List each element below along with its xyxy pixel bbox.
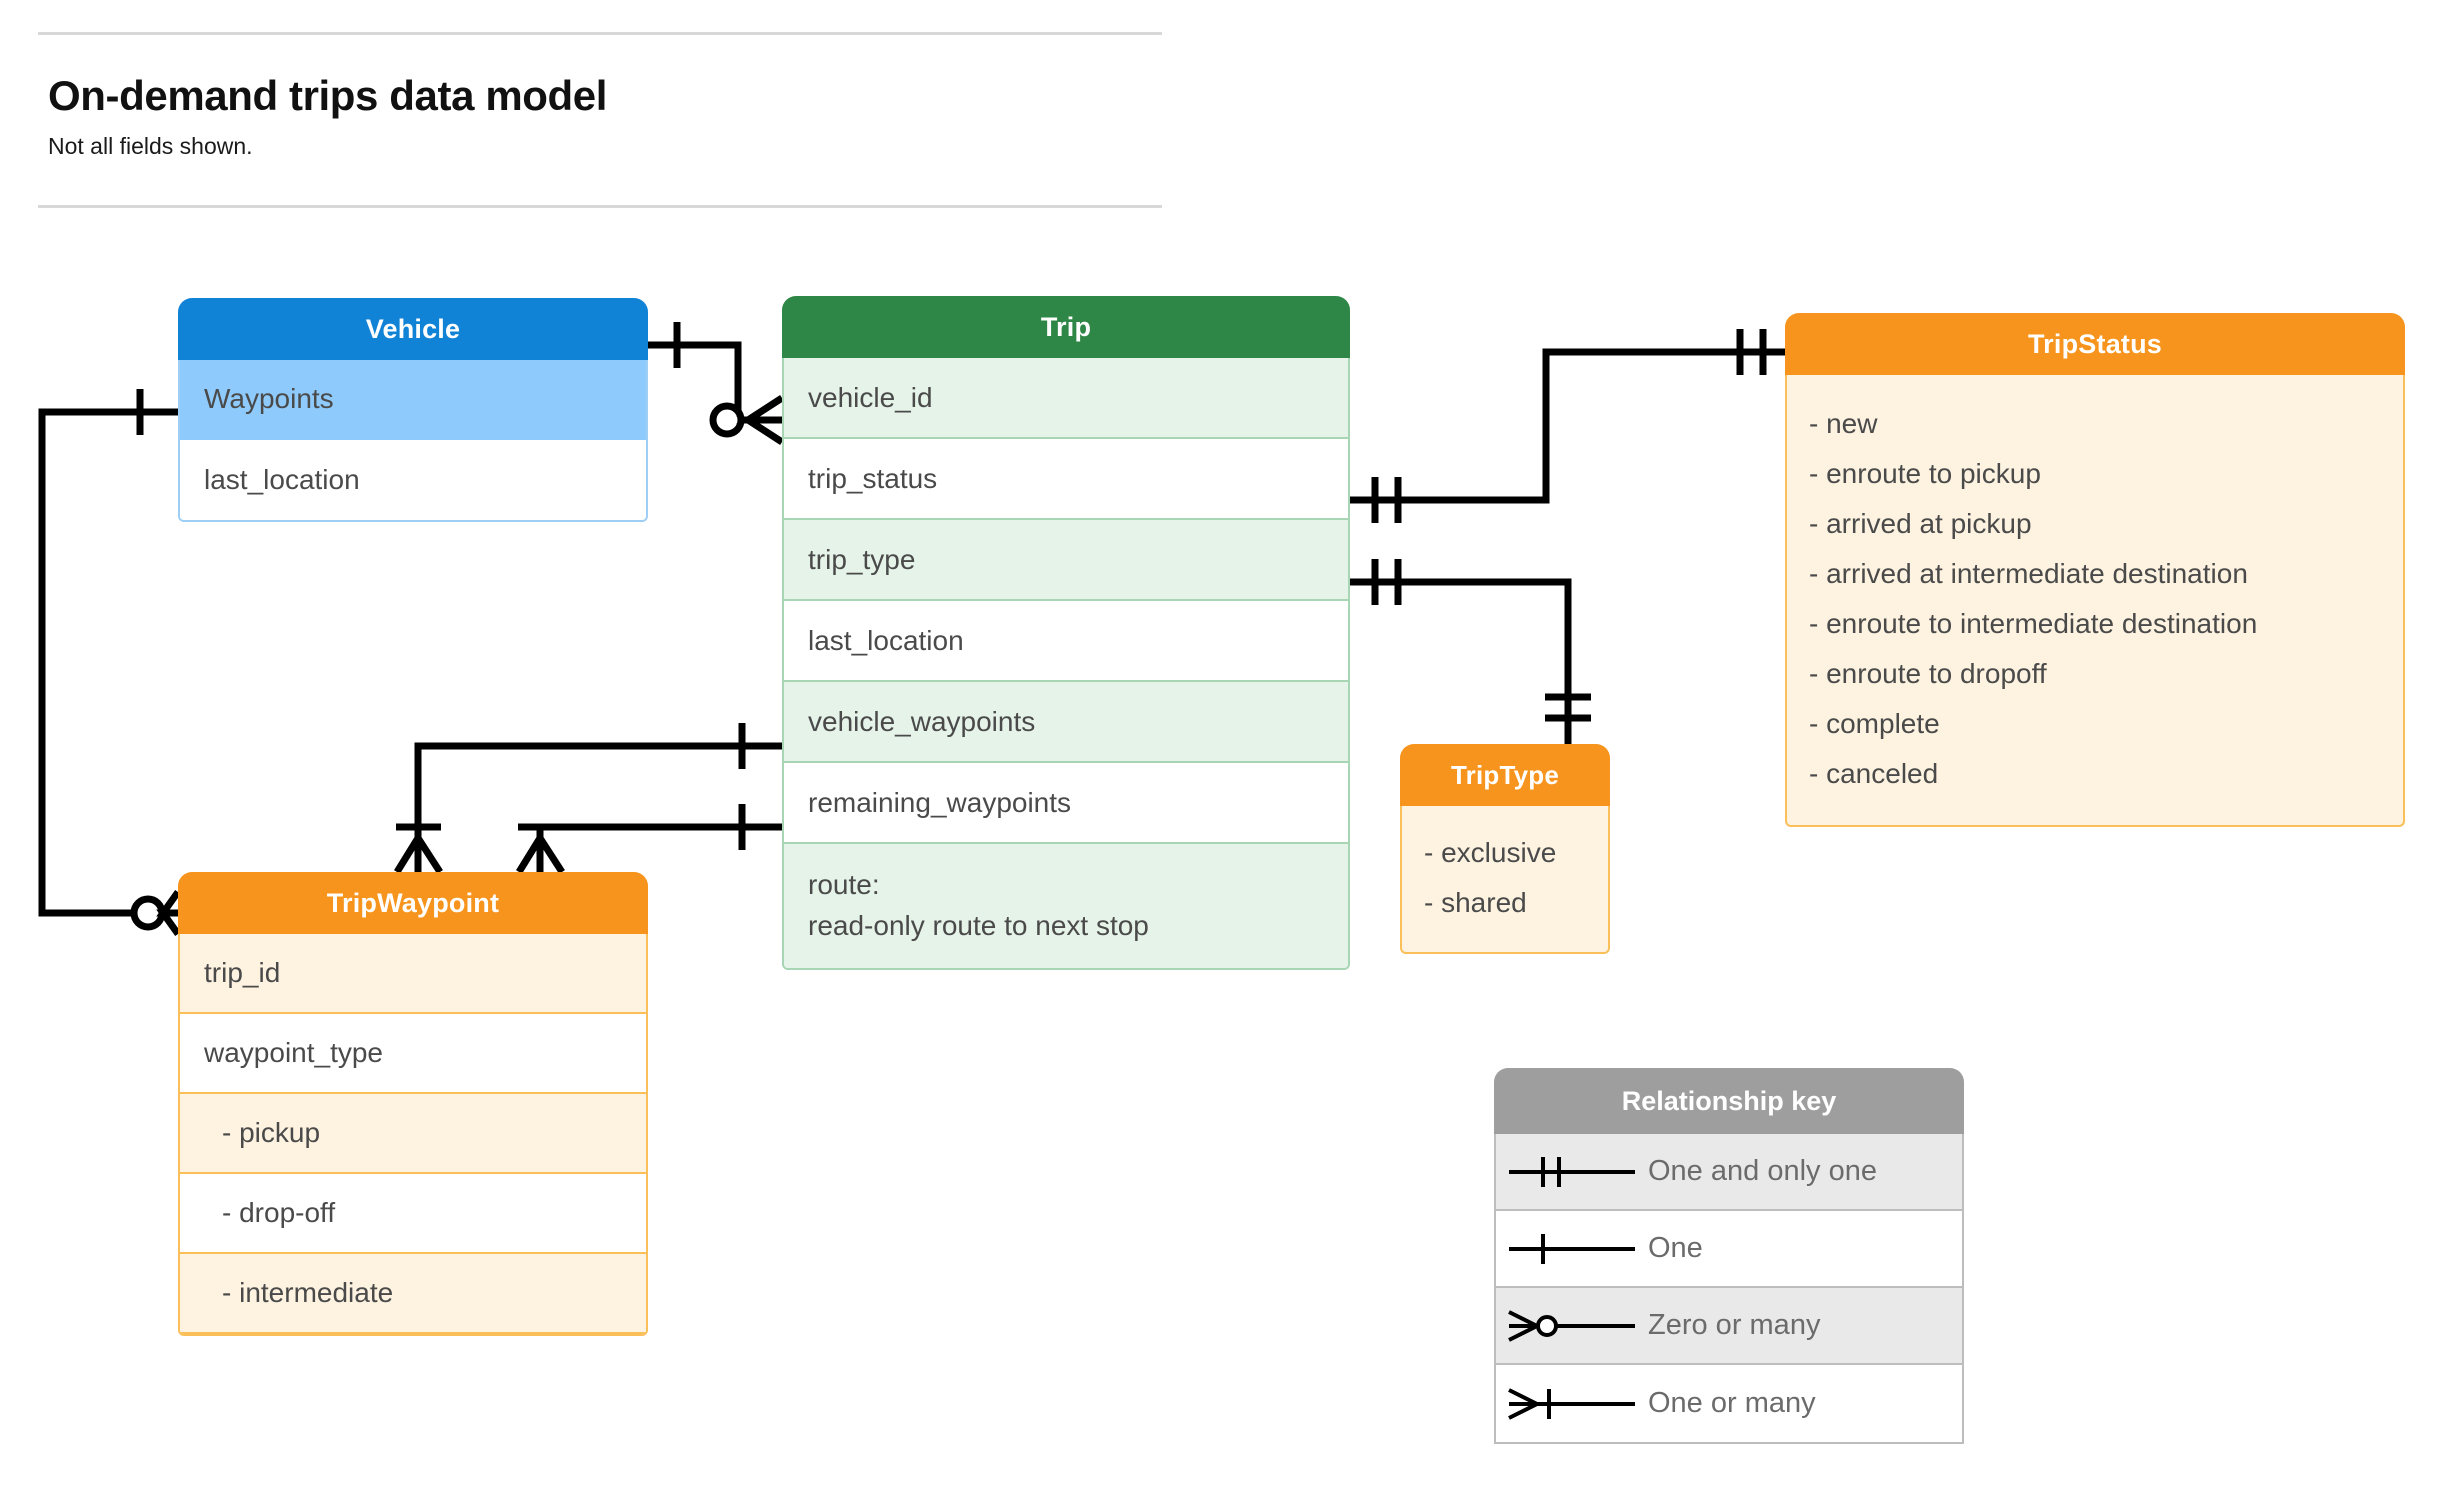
trip-status-value: - complete bbox=[1809, 708, 1940, 739]
crowfoot-trip-vehicleid bbox=[736, 395, 784, 424]
connector-remaining-waypoints-field bbox=[536, 823, 782, 872]
entity-trip-title: Trip bbox=[782, 296, 1350, 358]
waypoint-type-value-pickup: - pickup bbox=[180, 1094, 646, 1174]
trip-type-value: - shared bbox=[1424, 887, 1527, 918]
legend-label: One or many bbox=[1648, 1387, 1816, 1419]
waypoint-type-value-dropoff: - drop-off bbox=[180, 1174, 646, 1254]
crow-circle-tripwaypoint-left bbox=[130, 895, 166, 931]
page-subtitle: Not all fields shown. bbox=[48, 133, 253, 159]
field-trip-route[interactable]: route: read-only route to next stop bbox=[784, 844, 1348, 968]
waypoint-type-value-intermediate: - intermediate bbox=[180, 1254, 646, 1334]
field-trip-route-label: route: bbox=[808, 869, 880, 901]
entity-trip-waypoint-fields: trip_id waypoint_type - pickup - drop-of… bbox=[178, 934, 648, 1336]
crowfoot-tripwaypoint-a2 bbox=[414, 826, 443, 874]
field-tripwaypoint-waypoint-type[interactable]: waypoint_type bbox=[180, 1014, 646, 1094]
trip-status-value: - arrived at intermediate destination bbox=[1809, 558, 2248, 589]
legend-row-one-or-many: One or many bbox=[1496, 1365, 1962, 1442]
legend-label: Zero or many bbox=[1648, 1309, 1821, 1341]
field-trip-vehicle-id[interactable]: vehicle_id bbox=[784, 358, 1348, 439]
field-trip-trip-type[interactable]: trip_type bbox=[784, 520, 1348, 601]
connector-trip-status bbox=[1350, 348, 1785, 504]
header-divider-top bbox=[38, 32, 1162, 35]
field-vehicle-waypoints[interactable]: Waypoints bbox=[180, 360, 646, 440]
crowfoot-tripwaypoint-left-a bbox=[156, 889, 181, 917]
field-trip-last-location[interactable]: last_location bbox=[784, 601, 1348, 682]
legend-title: Relationship key bbox=[1494, 1068, 1964, 1134]
entity-trip-type[interactable]: TripType - exclusive - shared bbox=[1400, 744, 1610, 954]
field-tripwaypoint-trip-id[interactable]: trip_id bbox=[180, 934, 646, 1014]
trip-status-value: - canceled bbox=[1809, 758, 1939, 789]
one-and-only-one-icon bbox=[1496, 1152, 1648, 1192]
one-or-many-icon bbox=[1496, 1384, 1648, 1424]
entity-trip-waypoint[interactable]: TripWaypoint trip_id waypoint_type - pic… bbox=[178, 872, 648, 1336]
connector-vehicle-waypoints-to-tripwaypoint bbox=[38, 408, 178, 917]
trip-status-value: - new bbox=[1809, 408, 1878, 439]
trip-status-value: - enroute to pickup bbox=[1809, 458, 2041, 489]
zero-or-many-icon bbox=[1496, 1306, 1648, 1346]
legend-label: One and only one bbox=[1648, 1155, 1877, 1187]
entity-vehicle-title: Vehicle bbox=[178, 298, 648, 360]
connector-trip-type bbox=[1350, 578, 1572, 744]
legend-row-one: One bbox=[1496, 1211, 1962, 1288]
field-trip-route-note: read-only route to next stop bbox=[808, 910, 1149, 941]
legend-rows: One and only one One bbox=[1494, 1134, 1964, 1444]
entity-trip-status-values: - new - enroute to pickup - arrived at p… bbox=[1785, 375, 2405, 827]
crowfoot-tripwaypoint-b1 bbox=[516, 825, 544, 874]
entity-trip-type-title: TripType bbox=[1400, 744, 1610, 806]
connector-vehicle-waypoints-field bbox=[414, 742, 782, 872]
crowfoot-trip-vehicleid-b bbox=[736, 416, 784, 445]
trip-status-value: - arrived at pickup bbox=[1809, 508, 2032, 539]
entity-trip-type-values: - exclusive - shared bbox=[1400, 806, 1610, 954]
entity-trip-status-title: TripStatus bbox=[1785, 313, 2405, 375]
one-icon bbox=[1496, 1229, 1648, 1269]
field-vehicle-last-location[interactable]: last_location bbox=[180, 440, 646, 520]
trip-status-value: - enroute to dropoff bbox=[1809, 658, 2047, 689]
page-title: On-demand trips data model bbox=[48, 72, 607, 119]
header-divider-bottom bbox=[38, 205, 1162, 208]
crow-circle-trip-vehicleid bbox=[709, 402, 745, 438]
relationship-key-legend: Relationship key One and only one bbox=[1494, 1068, 1964, 1444]
field-trip-trip-status[interactable]: trip_status bbox=[784, 439, 1348, 520]
connector-vehicle-to-trip bbox=[648, 341, 760, 424]
entity-vehicle-fields: Waypoints last_location bbox=[178, 360, 648, 522]
entity-trip[interactable]: Trip vehicle_id trip_status trip_type la… bbox=[782, 296, 1350, 970]
crowfoot-tripwaypoint-left-b bbox=[156, 909, 181, 937]
crowfoot-tripwaypoint-b2 bbox=[536, 826, 565, 874]
entity-trip-fields: vehicle_id trip_status trip_type last_lo… bbox=[782, 358, 1350, 970]
entity-vehicle[interactable]: Vehicle Waypoints last_location bbox=[178, 298, 648, 522]
trip-type-value: - exclusive bbox=[1424, 837, 1557, 868]
legend-row-one-and-only-one: One and only one bbox=[1496, 1134, 1962, 1211]
trip-status-value: - enroute to intermediate destination bbox=[1809, 608, 2258, 639]
entity-trip-status[interactable]: TripStatus - new - enroute to pickup - a… bbox=[1785, 313, 2405, 827]
legend-row-zero-or-many: Zero or many bbox=[1496, 1288, 1962, 1365]
field-trip-remaining-waypoints[interactable]: remaining_waypoints bbox=[784, 763, 1348, 844]
entity-trip-waypoint-title: TripWaypoint bbox=[178, 872, 648, 934]
crowfoot-tripwaypoint-a1 bbox=[394, 825, 422, 874]
field-trip-vehicle-waypoints[interactable]: vehicle_waypoints bbox=[784, 682, 1348, 763]
legend-label: One bbox=[1648, 1232, 1703, 1264]
